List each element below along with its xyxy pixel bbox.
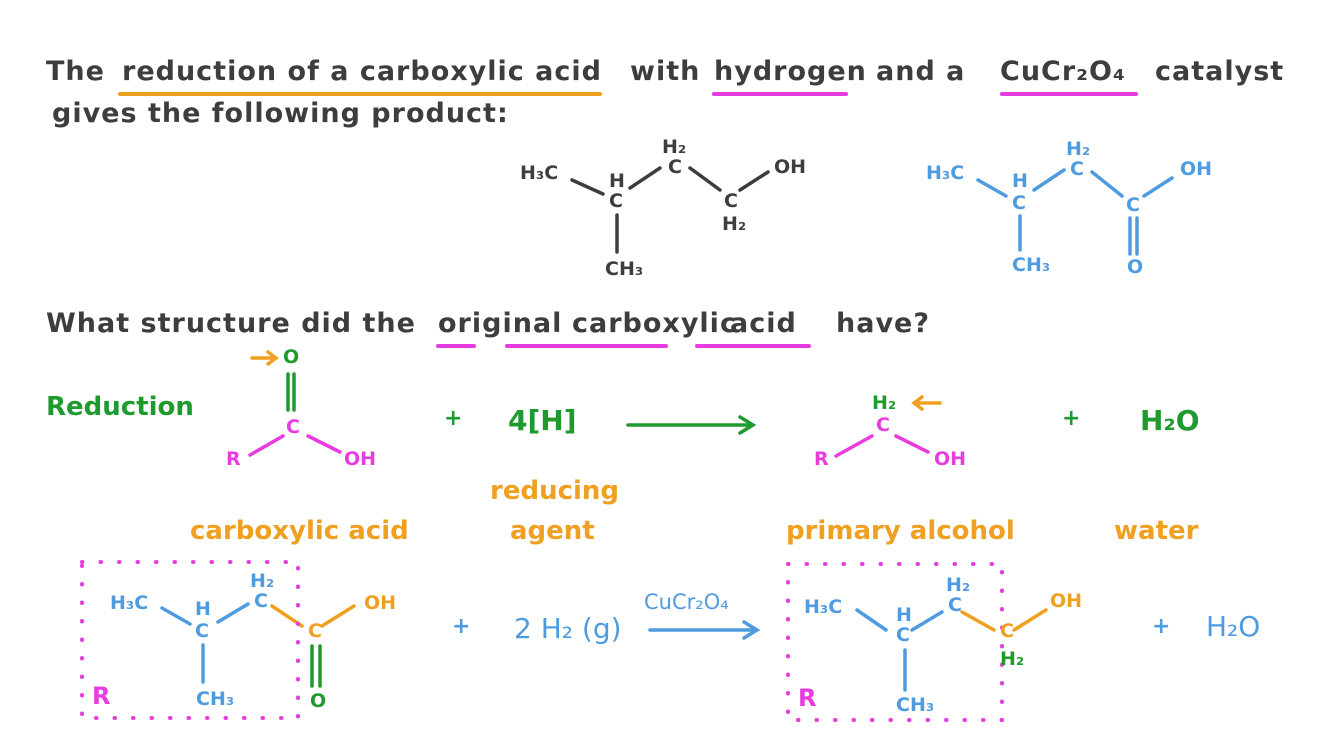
general-alcohol-r: R [814,448,829,470]
general-acid-c: C [286,416,300,438]
general-alcohol-arrow [911,395,942,411]
reagent-2h2: 2 H₂ (g) [514,612,622,645]
general-alcohol-h2: H₂ [872,392,897,414]
acid-c1: C [1012,192,1026,214]
product-h3c: H₃C [520,162,559,184]
q1-word-and-a: and a [876,56,966,87]
general-plus-2: + [1062,406,1081,431]
arrow-catalyst-label: CuCr₂O₄ [644,590,729,614]
spec-alc-ch3: CH₃ [896,694,935,716]
specific-plus-2: + [1152,614,1171,639]
specific-plus-1: + [452,614,471,639]
q1-phrase-reduction: reduction of a carboxylic acid [122,56,602,87]
q1-word-catalyst: catalyst [1155,56,1285,87]
underline-catalyst [1000,92,1138,96]
spec-alc-h2: H₂ [946,574,971,596]
acid-oh: OH [1180,158,1213,180]
underline-reduction [118,92,602,96]
spec-alc-c3: C [1000,620,1014,642]
general-acid-bonds [248,434,342,457]
underline-original-b [505,344,668,348]
reagent-4h: 4[H] [508,404,577,437]
product-h: H [609,170,625,192]
q3-word-original: original [438,308,563,339]
product-h2-bottom: H₂ [722,213,747,235]
spec-acid-oh: OH [364,592,397,614]
specific-water: H₂O [1206,610,1261,643]
product-ch3: CH₃ [605,258,644,280]
underline-carboxylic-acid [695,344,811,348]
question-line-2: gives the following product: [52,98,509,129]
spec-alc-h: H [896,604,912,626]
spec-acid-c3: C [308,620,322,642]
label-reducing: reducing [490,476,620,506]
specific-alcohol-bonds [855,608,944,692]
spec-acid-ch3: CH₃ [196,688,235,710]
general-acid-oh: OH [344,448,377,470]
spec-acid-h3c: H₃C [110,592,149,614]
spec-acid-h2: H₂ [250,570,275,592]
acid-bonds [976,168,1174,256]
label-water: water [1114,516,1199,546]
product-bonds [570,166,770,254]
main-reaction-arrow [626,415,757,435]
spec-acid-c1: C [195,620,209,642]
general-alcohol-c: C [876,414,890,436]
specific-acid-double-bond [310,644,322,688]
acid-ch3: CH₃ [1012,254,1051,276]
specific-alcohol-orange-bonds [960,608,1048,632]
product-oh: OH [774,156,807,178]
label-carboxylic-acid: carboxylic acid [190,516,409,546]
spec-alc-h2-bottom: H₂ [1000,648,1025,670]
q1-catalyst-formula: CuCr₂O₄ [1000,56,1126,87]
product-c3: C [724,190,738,212]
spec-acid-r: R [92,682,111,710]
product-c1: C [609,190,623,212]
product-c2: C [668,156,682,178]
q1-word-hydrogen: hydrogen [714,56,867,87]
spec-acid-c2: C [254,590,268,612]
specific-acid-r-box [80,560,300,720]
label-primary-alcohol: primary alcohol [786,516,1015,546]
spec-alc-c2: C [948,594,962,616]
q3-word-carboxylic: carboxylic [572,308,737,339]
general-plus-1: + [444,406,463,431]
general-alcohol-oh: OH [934,448,967,470]
underline-hydrogen [712,92,848,96]
acid-c2: C [1070,158,1084,180]
specific-reaction-arrow [648,620,761,640]
q1-word-the: The [46,56,105,87]
acid-c3: C [1126,194,1140,216]
q3-word-have: have? [836,308,931,339]
spec-acid-o: O [310,690,327,712]
spec-alc-oh: OH [1050,590,1083,612]
spec-alc-h3c: H₃C [804,596,843,618]
general-acid-o: O [283,346,300,368]
underline-original-a [436,344,476,348]
q3-prefix: What structure did the [46,308,416,339]
q3-word-acid: acid [730,308,797,339]
acid-h2-top: H₂ [1066,138,1091,160]
general-water: H₂O [1140,404,1200,437]
spec-alc-r: R [798,684,817,712]
general-acid-double-bond [286,372,296,412]
q1-word-with: with [630,56,701,87]
acid-o: O [1127,256,1144,278]
acid-h: H [1012,170,1028,192]
general-acid-arrow [250,350,279,366]
spec-acid-h: H [195,598,211,620]
reduction-title: Reduction [46,392,194,422]
label-agent: agent [510,516,595,546]
specific-acid-bonds [160,602,250,684]
general-acid-r: R [226,448,241,470]
general-alcohol-bonds [834,434,930,458]
product-h2-top: H₂ [662,136,687,158]
acid-h3c: H₃C [926,162,965,184]
spec-alc-c1: C [896,624,910,646]
